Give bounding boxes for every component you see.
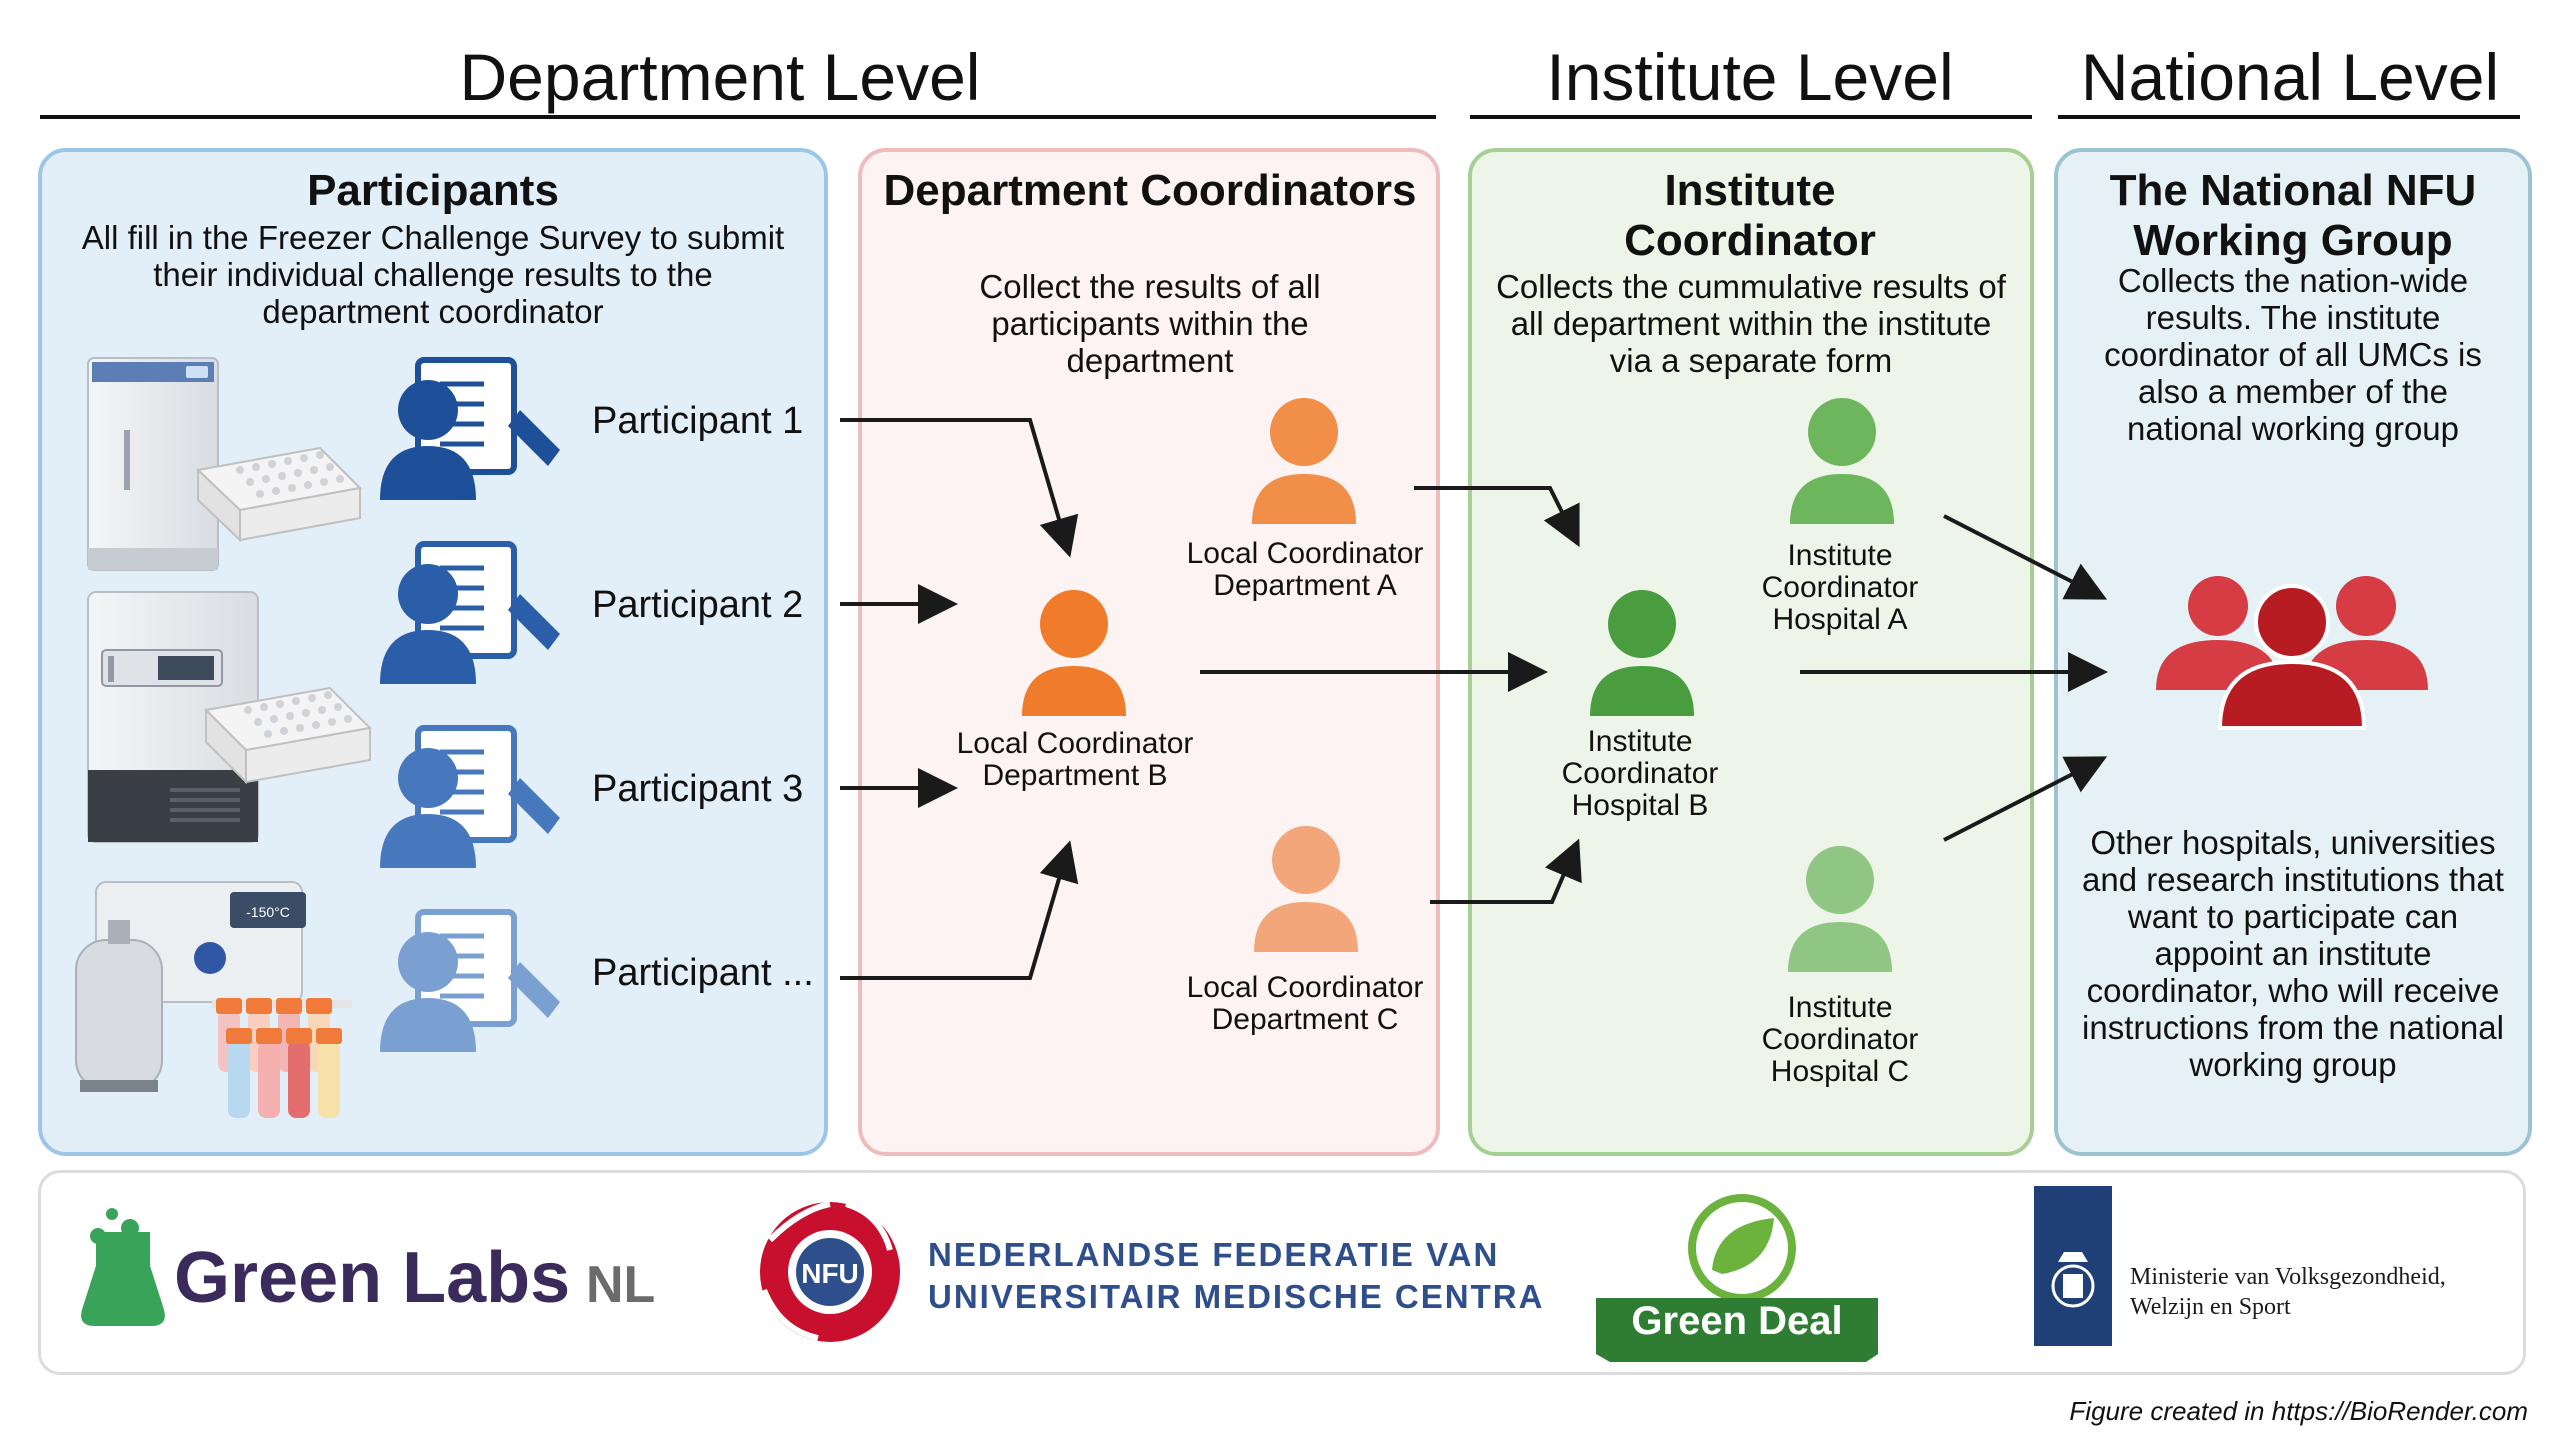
greendeal-banner	[1596, 1298, 1878, 1362]
participants-description: All fill in the Freezer Challenge Survey…	[81, 219, 785, 330]
participant-3-icon	[380, 725, 560, 868]
department-coordinators-title: Department Coordinators	[883, 166, 1417, 215]
national-working-group-description: Collects the nation-wide results. The in…	[2104, 262, 2482, 447]
participant-3-label: Participant 3	[592, 768, 804, 810]
greenlabs-logo-text: Green Labs	[174, 1238, 570, 1318]
participant-more-icon	[380, 909, 560, 1052]
institute-coordinator-a-label: Institute Coordinator Hospital A	[1761, 539, 1919, 636]
arrow-institute-a-to-national	[1943, 514, 2108, 600]
upright-freezer-icon	[87, 357, 219, 571]
local-coordinator-c-label: Local Coordinator Department C	[1186, 971, 1424, 1036]
sample-tubes-icon	[212, 998, 352, 1118]
institute-level-title: Institute Level	[1546, 40, 1954, 114]
ult-freezer-icon	[87, 591, 259, 843]
institute-coordinator-c-label: Institute Coordinator Hospital C	[1761, 991, 1919, 1088]
national-working-group-icon	[2156, 576, 2428, 730]
participant-1-icon	[380, 357, 560, 500]
participant-1-label: Participant 1	[592, 400, 804, 442]
greenlabs-flask-icon	[81, 1208, 165, 1326]
local-coordinator-a-icon	[1252, 398, 1356, 524]
national-level-title: National Level	[2080, 40, 2500, 114]
national-working-group-note: Other hospitals, universities and resear…	[2082, 824, 2504, 1083]
nfu-line-2-text: UNIVERSITAIR MEDISCHE CENTRA	[928, 1278, 1544, 1315]
participants-title: Participants	[307, 166, 559, 215]
national-level-rule	[2058, 115, 2520, 119]
local-coordinator-a-label: Local Coordinator Department A	[1186, 537, 1424, 602]
ministry-crest-icon	[2034, 1186, 2112, 1346]
nfu-line-1-text: NEDERLANDSE FEDERATIE VAN	[928, 1236, 1499, 1273]
arrow-c-to-institute-b	[1430, 838, 1582, 904]
institute-coordinator-title: Institute Coordinator	[1624, 166, 1876, 265]
ministry-line-2-text: Welzijn en Sport	[2130, 1294, 2291, 1320]
department-level-title: Department Level	[459, 40, 981, 114]
arrow-participant-more-to-b	[840, 840, 1079, 980]
local-coordinator-b-label: Local Coordinator Department B	[956, 727, 1194, 792]
sample-tray-icon	[203, 686, 373, 785]
institute-coordinator-a-icon	[1790, 398, 1894, 524]
nfu-badge-text: NFU	[801, 1258, 859, 1289]
cryogenic-storage-icon: -150°C	[75, 881, 306, 1092]
greenlabs-nl-text: NL	[586, 1256, 655, 1314]
department-level-rule	[40, 115, 1436, 119]
institute-coordinator-panel	[1468, 148, 2034, 1156]
nfu-emblem-icon: NFU	[760, 1201, 900, 1342]
greendeal-text: Green Deal	[1631, 1299, 1842, 1343]
institute-coordinator-b-label: Institute Coordinator Hospital B	[1561, 725, 1719, 822]
institute-coordinator-description: Collects the cummulative results of all …	[1496, 268, 2006, 379]
institute-level-rule	[1470, 115, 2032, 119]
institute-coordinator-c-icon	[1788, 846, 1892, 972]
ministry-line-1-text: Ministerie van Volksgezondheid,	[2130, 1264, 2446, 1290]
department-coordinators-description: Collect the results of all participants …	[979, 268, 1321, 379]
local-coordinator-b-icon	[1022, 590, 1126, 716]
biorender-credit: Figure created in https://BioRender.com	[2069, 1396, 2528, 1426]
participant-2-label: Participant 2	[592, 584, 804, 626]
arrow-participant-1-to-b	[840, 418, 1079, 558]
sample-tray-icon	[195, 446, 363, 543]
institute-coordinator-b-icon	[1590, 590, 1694, 716]
national-working-group-title: The National NFU Working Group	[2109, 166, 2477, 265]
department-coordinators-panel	[858, 148, 1440, 1156]
participant-more-label: Participant ...	[592, 952, 814, 994]
arrow-a-to-institute-b	[1414, 486, 1580, 548]
freezer-display-text: -150°C	[246, 904, 290, 920]
local-coordinator-c-icon	[1254, 826, 1358, 952]
participant-2-icon	[380, 541, 560, 684]
arrow-institute-c-to-national	[1943, 756, 2108, 842]
greendeal-leaf-icon	[1688, 1194, 1796, 1302]
